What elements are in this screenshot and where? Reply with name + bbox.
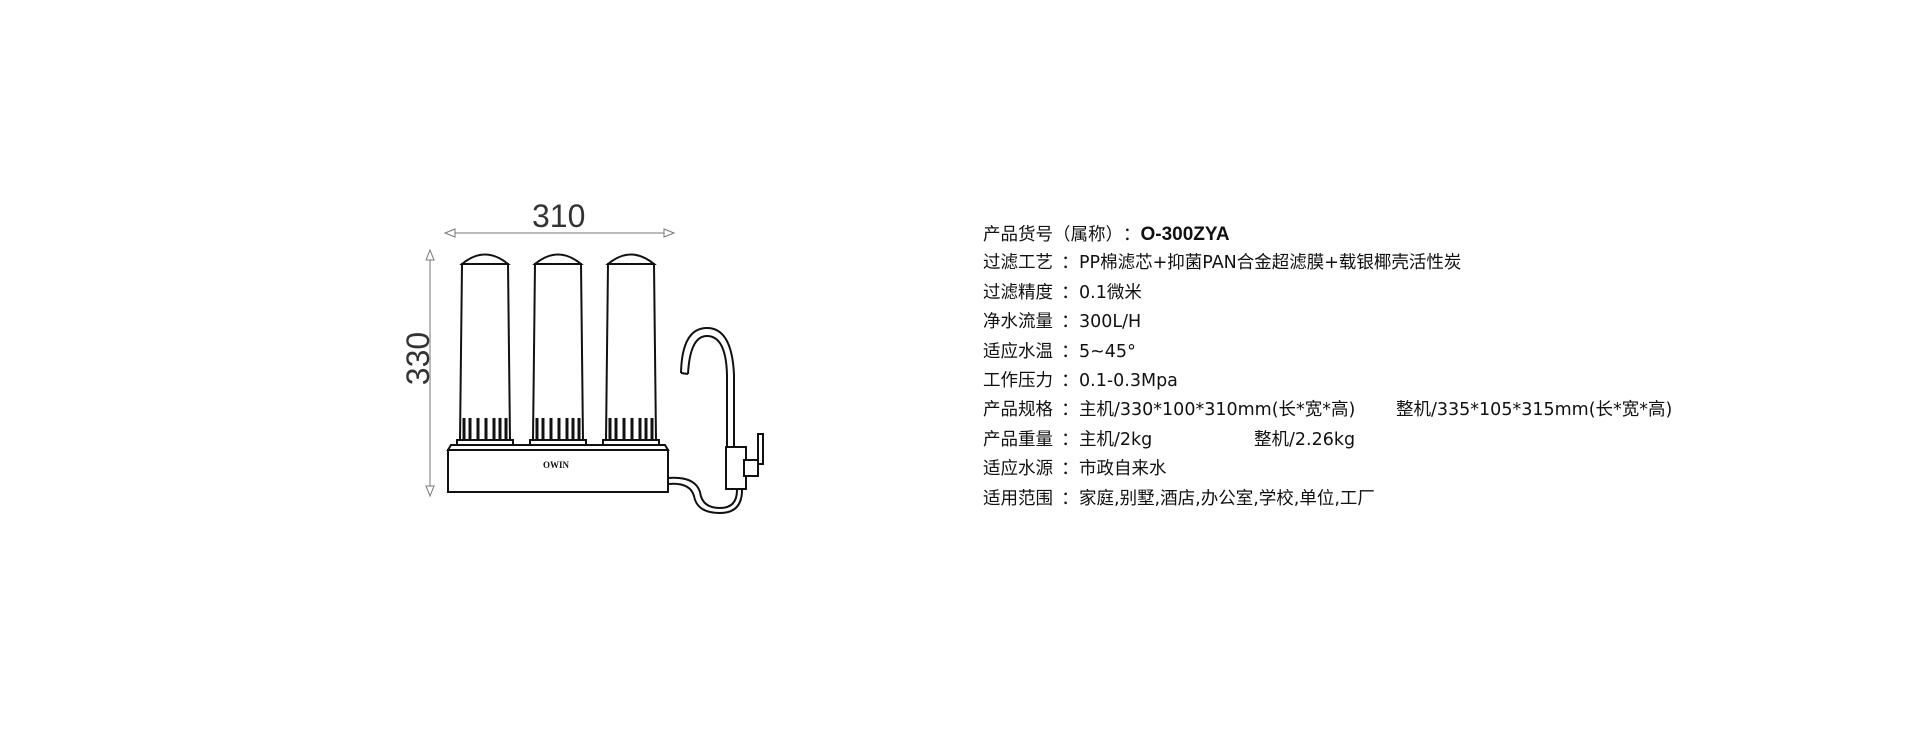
model-number: O-300ZYA [1140, 224, 1230, 245]
spec-label: 过滤精度 [983, 282, 1053, 303]
spec-colon: ： [1061, 488, 1079, 509]
spec-row-water-source: 适应水源 ：市政自来水 [983, 455, 1461, 484]
height-dimension-label: 330 [400, 331, 437, 386]
spec-colon: ： [1061, 429, 1079, 450]
spec-row-dimensions: 产品规格 ：主机/330*100*310mm(长*宽*高) 整机/335*105*3… [983, 396, 1672, 425]
spec-colon: ： [1061, 400, 1079, 421]
faucet [667, 326, 764, 515]
spec-value: 主机/2kg [1079, 429, 1153, 450]
spec-value: 主机/330*100*310mm(长*宽*高) [1079, 400, 1356, 421]
spec-label: 产品规格 [983, 400, 1053, 421]
spec-value: 市政自来水 [1079, 459, 1167, 480]
spec-value: 0.1微米 [1079, 282, 1142, 303]
cartridge-3 [602, 253, 660, 446]
spec-label: 过滤工艺 [983, 253, 1053, 274]
spec-row-application-scope: 适用范围 ：家庭,别墅,酒店,办公室,学校,单位,工厂 [983, 485, 1461, 514]
spec-colon: ： [1061, 370, 1079, 391]
spec-label: 产品货号（属称） [983, 225, 1123, 245]
spec-value: 300L/H [1079, 312, 1142, 333]
spec-colon: ： [1061, 341, 1079, 362]
spec-label: 适应水温 [983, 341, 1053, 362]
spec-value-secondary: 整机/2.26kg [1254, 429, 1356, 450]
width-dimension-arrow [443, 228, 676, 238]
cartridge-1 [456, 253, 514, 446]
spec-row-working-pressure: 工作压力 ：0.1-0.3Mpa [983, 367, 1461, 396]
spec-row-filtration-process: 过滤工艺 ：PP棉滤芯+抑菌PAN合金超滤膜+载银椰壳活性炭 [983, 249, 1461, 278]
spec-label: 净水流量 [983, 312, 1053, 333]
spec-colon: ： [1061, 459, 1079, 480]
spec-colon: ： [1061, 282, 1079, 303]
brand-logo: OWIN [543, 460, 570, 470]
spec-row-flow-rate: 净水流量 ：300L/H [983, 308, 1461, 337]
spec-value: 0.1-0.3Mpa [1079, 370, 1178, 391]
spec-label: 工作压力 [983, 370, 1053, 391]
spec-value: PP棉滤芯+抑菌PAN合金超滤膜+载银椰壳活性炭 [1079, 253, 1462, 274]
filter-base: OWIN [446, 444, 670, 493]
width-dimension-label: 310 [532, 198, 586, 234]
spec-label: 适用范围 [983, 488, 1053, 509]
spec-value: 5~45° [1079, 341, 1136, 362]
product-line-drawing: OWIN [425, 228, 764, 515]
spec-colon: ： [1061, 253, 1079, 274]
height-dimension-arrow [425, 248, 435, 498]
spec-value-secondary: 整机/335*105*315mm(长*宽*高) [1396, 400, 1673, 421]
spec-list: 产品货号（属称）：O-300ZYA 过滤工艺：PP棉滤芯+抑菌PAN合金超滤膜+… [983, 220, 1672, 514]
cartridge-2 [529, 253, 587, 446]
spec-row-weight: 产品重量 ：主机/2kg 整机/2.26kg [983, 426, 1461, 455]
spec-colon: ： [1123, 225, 1141, 245]
filter-cartridges [456, 253, 660, 446]
spec-label: 适应水源 [983, 459, 1053, 480]
spec-value: 家庭,别墅,酒店,办公室,学校,单位,工厂 [1079, 488, 1375, 509]
spec-colon: ： [1061, 312, 1079, 333]
spec-row-model: 产品货号（属称）：O-300ZYA [983, 220, 1461, 249]
spec-label: 产品重量 [983, 429, 1053, 450]
spec-row-water-temperature: 适应水温 ：5~45° [983, 338, 1461, 367]
spec-row-filtration-precision: 过滤精度 ：0.1微米 [983, 279, 1461, 308]
